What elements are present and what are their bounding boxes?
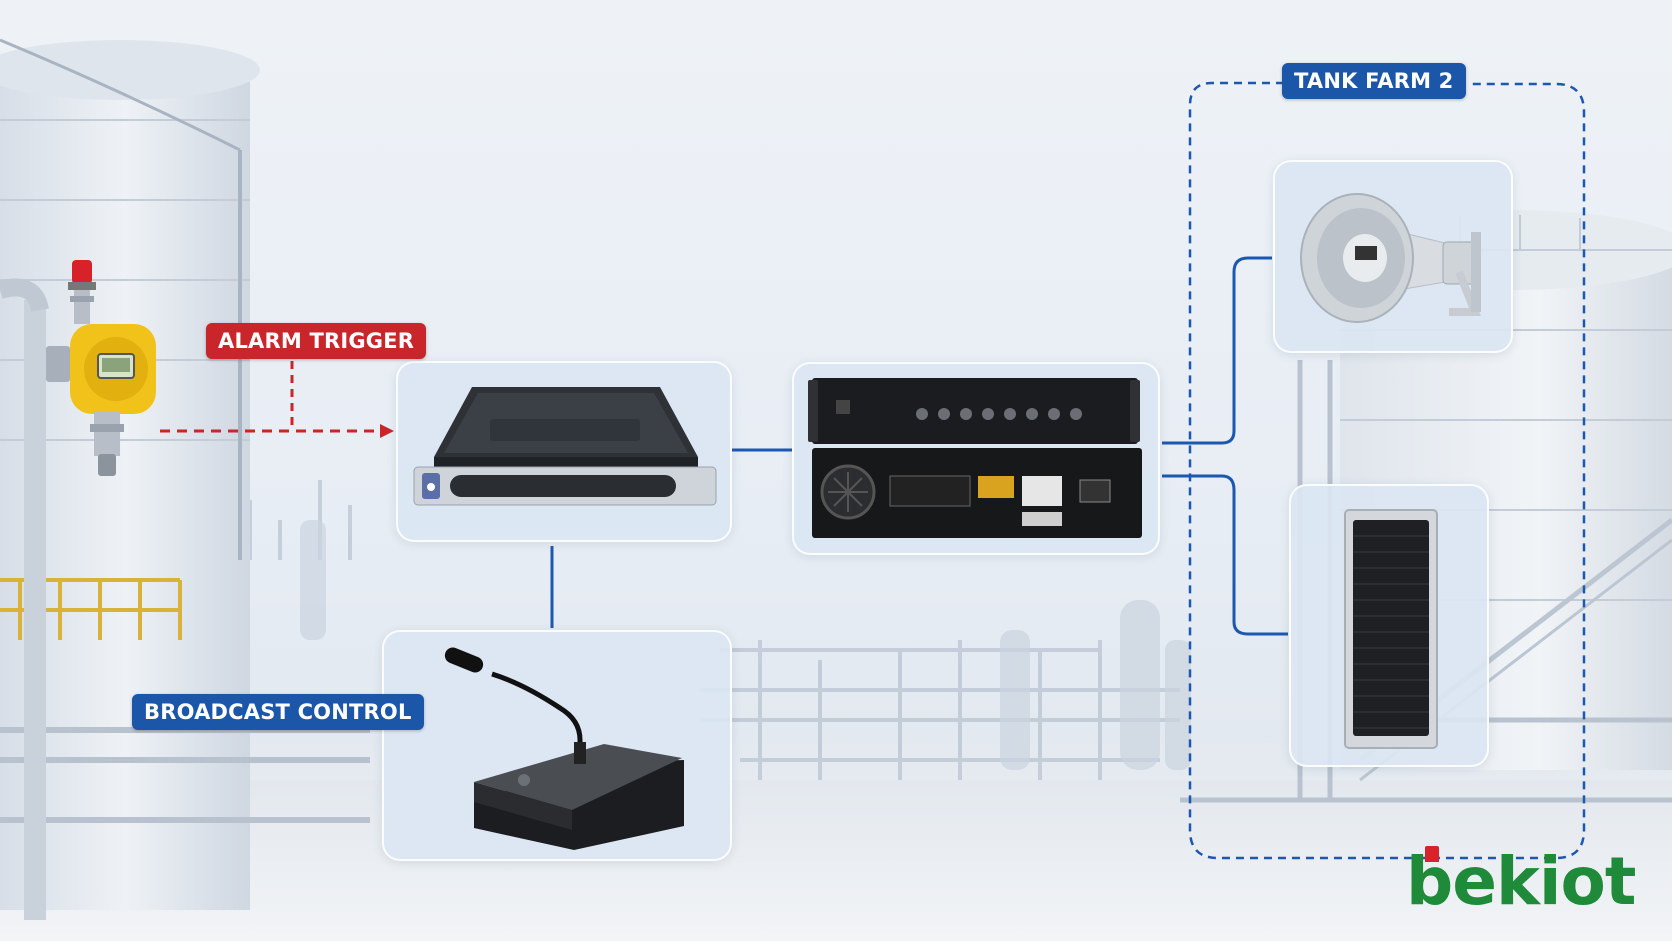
server-card[interactable] bbox=[396, 361, 732, 542]
horn-speaker-card[interactable] bbox=[1273, 160, 1513, 353]
column-speaker-icon bbox=[1344, 509, 1438, 749]
alarm-trigger-label: ALARM TRIGGER bbox=[206, 323, 427, 359]
bekiot-logo: bekiot bbox=[1406, 842, 1656, 922]
microphone-card[interactable] bbox=[382, 630, 732, 861]
column-speaker-card[interactable] bbox=[1289, 484, 1489, 767]
amplifier-card[interactable] bbox=[792, 362, 1160, 555]
pa-amplifier-icon bbox=[808, 378, 1142, 538]
broadcast-control-label: BROADCAST CONTROL bbox=[132, 694, 424, 730]
logo-red-mark bbox=[1425, 846, 1439, 862]
desk-microphone-icon bbox=[444, 647, 684, 850]
gas-detector-icon bbox=[46, 260, 156, 476]
tank-farm-label: TANK FARM 2 bbox=[1282, 63, 1466, 99]
horn-speaker-icon bbox=[1300, 193, 1481, 323]
rack-server-icon bbox=[413, 387, 717, 506]
logo-text: bekiot bbox=[1406, 843, 1636, 920]
